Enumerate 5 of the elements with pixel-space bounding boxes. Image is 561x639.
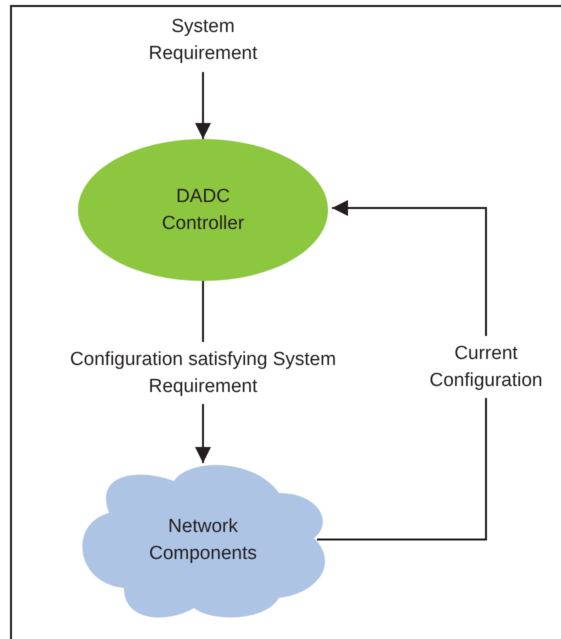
node-label: System Requirement <box>148 15 258 66</box>
node-label: Network Components <box>148 514 258 566</box>
node-label: DADC Controller <box>160 185 246 236</box>
arrow <box>195 72 211 139</box>
arrow <box>317 200 487 540</box>
